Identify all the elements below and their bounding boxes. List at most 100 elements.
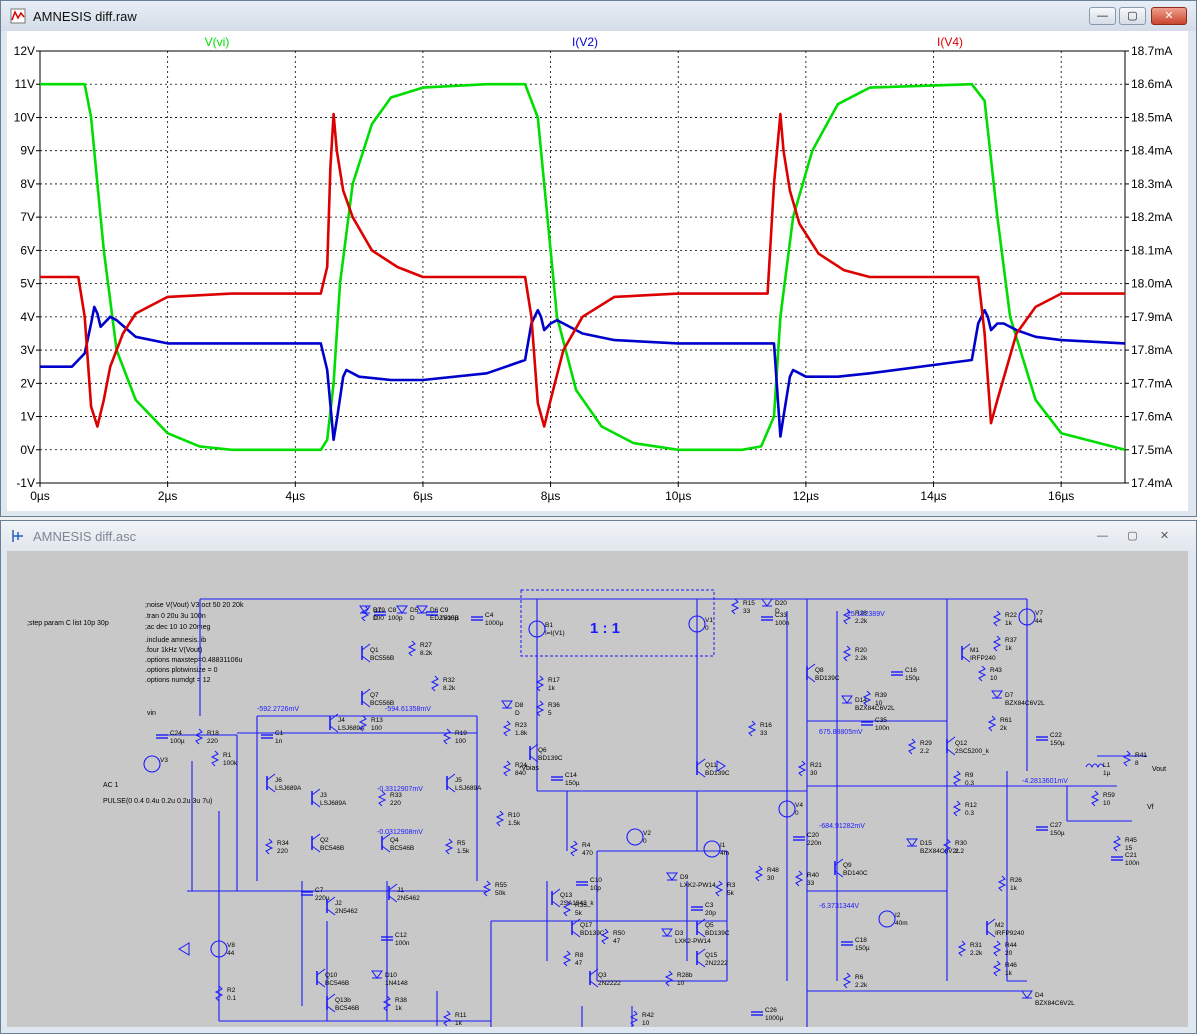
- component-ref: R22: [1005, 612, 1017, 619]
- y-right-tick-label: 17.4mA: [1131, 476, 1172, 490]
- component-value: 100: [455, 738, 466, 745]
- component-ref: R48: [767, 867, 779, 874]
- component-ref: R39: [875, 692, 887, 699]
- close-button[interactable]: ✕: [1159, 530, 1170, 542]
- transistor-collector: [361, 643, 371, 651]
- y-right-tick-label: 17.5mA: [1131, 443, 1172, 457]
- maximize-button[interactable]: ▢: [1127, 530, 1138, 542]
- component-value: 0: [705, 625, 709, 632]
- component-ref: R59: [1103, 792, 1115, 799]
- transistor-emitter: [696, 960, 706, 968]
- schematic-canvas[interactable]: ;noise V(Vout) V3 oct 50 20 20k.tran 0 2…: [7, 551, 1188, 1034]
- plot-window-titlebar[interactable]: AMNESIS diff.raw — ▢ ✕: [1, 1, 1196, 31]
- component-ref: R17: [548, 677, 560, 684]
- component-ref: R13: [371, 717, 383, 724]
- component-ref: D19: [373, 607, 385, 614]
- component-value: BZX84C6V2L: [855, 705, 895, 712]
- diode-symbol: [991, 690, 1003, 699]
- component-ref: R50: [613, 930, 625, 937]
- component-value: 150µ: [1050, 830, 1065, 837]
- spice-directive: .include amnesis.lib: [145, 637, 206, 644]
- transistor-emitter: [266, 785, 276, 793]
- x-tick-label: 6µs: [413, 489, 433, 503]
- y-left-tick-label: 3V: [20, 343, 35, 357]
- transistor-emitter: [388, 895, 398, 903]
- component-value: 8.2k: [443, 685, 456, 692]
- component-value: 100k: [223, 760, 238, 767]
- y-left-tick-label: 1V: [20, 410, 35, 424]
- waveform-icon: [10, 8, 26, 24]
- resistor-symbol: [794, 870, 804, 887]
- minimize-button[interactable]: —: [1089, 7, 1116, 25]
- component-ref: R16: [760, 722, 772, 729]
- component-value: 40m: [895, 920, 908, 927]
- transistor-emitter: [806, 675, 816, 683]
- component-value: 2N2222: [598, 980, 621, 987]
- component-value: 47: [575, 960, 583, 967]
- component-value: 4m: [720, 850, 729, 857]
- component-ref: R43: [990, 667, 1002, 674]
- component-value: 10p: [590, 885, 601, 892]
- component-ref: Q13b: [335, 997, 351, 1004]
- y-left-tick-label: 12V: [14, 44, 35, 58]
- resistor-symbol: [992, 940, 1002, 957]
- component-ref: I2: [895, 912, 901, 919]
- schematic-window-titlebar[interactable]: AMNESIS diff.asc — ▢ ✕: [1, 521, 1196, 551]
- voltage-readout: -4.2813601mV: [1022, 778, 1068, 785]
- component-value: 1k: [1005, 970, 1013, 977]
- component-ref: D20: [775, 600, 787, 607]
- legend-entry: I(V4): [937, 35, 963, 49]
- schematic-drawing[interactable]: ;noise V(Vout) V3 oct 50 20 20k.tran 0 2…: [7, 551, 1188, 1034]
- component-value: 2.2: [955, 848, 964, 855]
- component-ref: J1: [397, 887, 404, 894]
- component-value: LSJ689A: [455, 785, 482, 792]
- component-ref: Q5: [705, 922, 714, 929]
- component-ref: C8: [388, 607, 397, 614]
- component-ref: R46: [1005, 962, 1017, 969]
- resistor-symbol: [535, 700, 545, 717]
- component-value: IRFP9240: [995, 930, 1025, 937]
- component-ref: J6: [275, 777, 282, 784]
- source-symbol: [778, 800, 796, 818]
- component-ref: R6: [855, 974, 864, 981]
- component-ref: J4: [338, 717, 345, 724]
- component-value: 1k: [395, 1005, 403, 1012]
- series-line-V(vi): [40, 82, 1126, 452]
- component-value: 100µ: [170, 738, 185, 745]
- component-value: 470: [582, 850, 593, 857]
- component-ref: M1: [970, 647, 979, 654]
- component-ref: Q7: [370, 692, 379, 699]
- transistor-collector: [529, 743, 539, 751]
- schematic-window-title: AMNESIS diff.asc: [33, 529, 137, 544]
- x-tick-label: 12µs: [793, 489, 819, 503]
- component-ref: B1: [545, 622, 553, 629]
- component-ref: R45: [1125, 837, 1137, 844]
- component-ref: R37: [1005, 637, 1017, 644]
- component-value: LXK2-PW14: [680, 882, 716, 889]
- component-ref: Q10: [325, 972, 338, 979]
- resistor-symbol: [442, 1010, 452, 1027]
- component-value: BD139C: [705, 930, 730, 937]
- component-ref: C24: [170, 730, 182, 737]
- close-button[interactable]: ✕: [1151, 7, 1187, 25]
- y-left-tick-label: 6V: [20, 243, 35, 257]
- spice-directive: .four 1kHz V(Vout): [145, 647, 202, 654]
- maximize-button[interactable]: ▢: [1119, 7, 1146, 25]
- source-symbol: [528, 620, 546, 638]
- component-ref: R61: [1000, 717, 1012, 724]
- component-value: 5: [548, 710, 552, 717]
- transistor-emitter: [326, 1005, 336, 1013]
- component-value: BC546B: [390, 845, 414, 852]
- node-label: Vout: [1152, 766, 1166, 773]
- y-left-tick-label: 9V: [20, 144, 35, 158]
- x-tick-label: 8µs: [541, 489, 561, 503]
- component-ref: R20: [855, 647, 867, 654]
- x-tick-label: 10µs: [665, 489, 691, 503]
- minimize-button[interactable]: —: [1097, 530, 1108, 542]
- component-value: IRFP240: [970, 655, 996, 662]
- inductor-symbol: [1085, 763, 1105, 769]
- component-value: 0: [643, 838, 647, 845]
- component-ref: C20: [807, 832, 819, 839]
